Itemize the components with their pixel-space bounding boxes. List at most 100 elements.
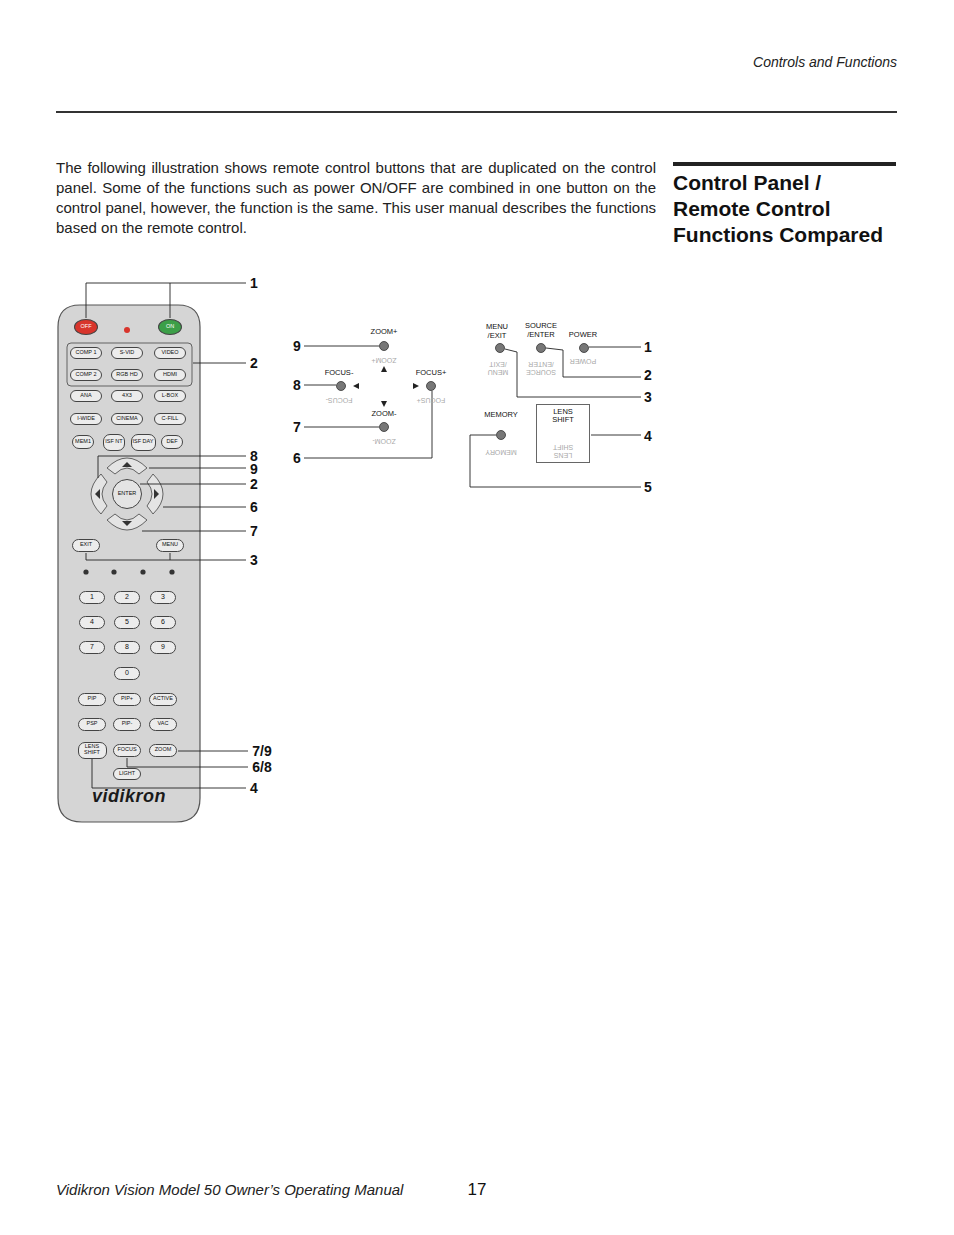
button-text: 9: [161, 643, 165, 650]
callout-number: 7: [250, 523, 258, 539]
button-text: 5: [125, 618, 129, 625]
panel-label: FOCUS-: [325, 369, 354, 378]
panel-label: ZOOM+: [371, 328, 398, 337]
page-footer: Vidikron Vision Model 50 Owner’s Operati…: [56, 1181, 403, 1198]
callout-number: 7/9: [252, 743, 271, 759]
remote-button: 4X3: [111, 390, 143, 402]
button-text: 1: [90, 593, 94, 600]
remote-button: ISF NT: [103, 434, 125, 451]
button-text: 0: [125, 669, 129, 676]
mirrored-panel-label: ZOOM-: [372, 437, 395, 445]
callout-number: 6: [293, 450, 301, 466]
mirrored-panel-label: ZOOM+: [371, 356, 396, 364]
button-text: CINEMA: [116, 416, 137, 422]
remote-button: C-FILL: [154, 413, 186, 425]
button-text: 2: [125, 593, 129, 600]
panel-label: MENU /EXIT: [480, 323, 514, 340]
remote-button: ZOOM: [149, 744, 177, 757]
callout-number: 6/8: [252, 759, 271, 775]
button-text: HDMI: [163, 372, 177, 378]
button-text: LIGHT: [119, 771, 135, 777]
button-text: RGB HD: [116, 372, 137, 378]
button-text: VAC: [158, 721, 169, 727]
mirrored-panel-label: POWER: [570, 357, 596, 365]
button-text: LENS SHIFT: [79, 744, 106, 756]
button-text: 6: [161, 618, 165, 625]
section-title: Control Panel / Remote Control Functions…: [673, 170, 897, 248]
callout-number: 2: [250, 355, 258, 371]
remote-button: FOCUS: [113, 744, 141, 757]
remote-button: OFF: [74, 319, 98, 335]
panel-label: MEMORY: [484, 411, 518, 420]
button-text: 8: [125, 643, 129, 650]
button-text: ISF DAY: [133, 439, 154, 445]
running-header: Controls and Functions: [753, 54, 897, 70]
remote-button: MENU: [156, 539, 184, 552]
remote-button: RGB HD: [111, 369, 143, 381]
remote-button: CINEMA: [111, 413, 143, 425]
button-text: ANA: [80, 393, 91, 399]
button-text: FOCUS: [117, 747, 136, 753]
button-text: I-WIDE: [77, 416, 95, 422]
button-text: COMP 2: [76, 372, 97, 378]
callout-number: 1: [250, 275, 258, 291]
button-text: ENTER: [118, 491, 137, 497]
remote-button: 8: [114, 641, 140, 654]
remote-button: S-VID: [111, 347, 143, 359]
callout-number: 3: [250, 552, 258, 568]
mirrored-panel-label: SOURCE /ENTER: [521, 360, 561, 376]
remote-button: HDMI: [154, 369, 186, 381]
callout-number: 9: [250, 461, 258, 477]
button-text: 4: [90, 618, 94, 625]
remote-button: EXIT: [72, 539, 100, 552]
remote-button: PIP-: [113, 718, 141, 731]
remote-button: ACTIVE: [149, 693, 177, 706]
remote-button: 6: [150, 616, 176, 629]
button-text: S-VID: [120, 350, 135, 356]
remote-button: I-WIDE: [70, 413, 102, 425]
remote-button: PIP+: [113, 693, 141, 706]
callout-number: 4: [250, 780, 258, 796]
button-text: PIP+: [121, 696, 133, 702]
button-text: MEM1: [75, 439, 91, 445]
remote-button: 7: [79, 641, 105, 654]
remote-button: LENS SHIFT: [78, 742, 107, 759]
mirrored-panel-label: MENU /EXIT: [482, 360, 514, 376]
remote-button: COMP 2: [70, 369, 102, 381]
remote-button: 9: [150, 641, 176, 654]
remote-control: vidikronOFFONCOMP 1S-VIDVIDEOCOMP 2RGB H…: [58, 305, 200, 822]
callout-number: 4: [644, 428, 652, 444]
button-text: PIP: [88, 696, 97, 702]
button-text: DEF: [167, 439, 178, 445]
callout-number: 9: [293, 338, 301, 354]
remote-button: ISF DAY: [131, 434, 156, 451]
callout-number: 2: [250, 476, 258, 492]
remote-button: 1: [79, 591, 105, 604]
button-text: 7: [90, 643, 94, 650]
brand-logo: vidikron: [58, 786, 200, 807]
remote-button: 5: [114, 616, 140, 629]
remote-button: LIGHT: [113, 768, 141, 780]
button-text: PIP-: [122, 721, 133, 727]
remote-button: COMP 1: [70, 347, 102, 359]
mirrored-panel-label: FOCUS-: [326, 396, 353, 404]
mirrored-panel-label: MEMORY: [485, 448, 516, 456]
remote-button: L-BOX: [154, 390, 186, 402]
button-text: ACTIVE: [153, 696, 173, 702]
lens-shift-panel: LENS SHIFTLENS SHIFT: [536, 404, 590, 463]
remote-button: 3: [150, 591, 176, 604]
panel-label: POWER: [569, 331, 597, 340]
button-text: 4X3: [122, 393, 132, 399]
button-text: COMP 1: [76, 350, 97, 356]
panel-label: FOCUS+: [416, 369, 447, 378]
button-text: C-FILL: [162, 416, 179, 422]
remote-button: ANA: [70, 390, 102, 402]
panel-label: LENS SHIFT: [548, 408, 578, 425]
remote-button: 2: [114, 591, 140, 604]
remote-button: PSP: [78, 718, 106, 731]
callout-number: 5: [644, 479, 652, 495]
callout-number: 6: [250, 499, 258, 515]
callout-number: 7: [293, 419, 301, 435]
remote-button: 0: [114, 667, 140, 680]
